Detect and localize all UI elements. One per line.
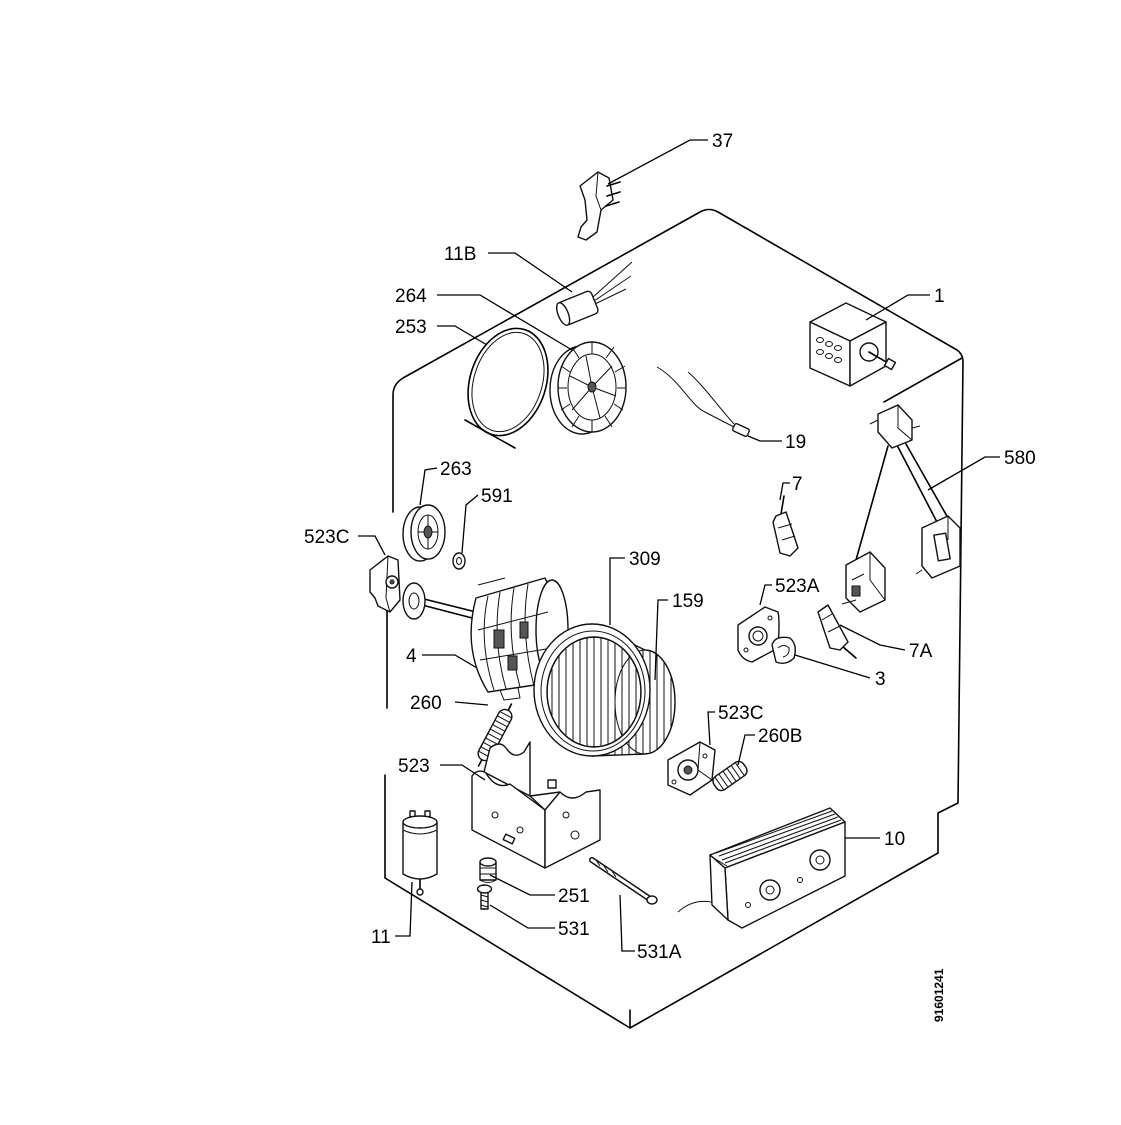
part-260-spring: [477, 703, 513, 767]
leader-523: [440, 764, 486, 781]
callout-580: 580: [1004, 448, 1036, 469]
callout-1: 1: [934, 286, 945, 307]
leader-lines: [358, 139, 1000, 952]
part-523-motor-mount: [471, 741, 601, 869]
leader-7: [779, 482, 790, 501]
part-3-clip: [771, 636, 797, 665]
part-253-belt: [467, 327, 549, 437]
part-10-heater: [677, 807, 846, 929]
leader-19: [747, 435, 782, 442]
callout-4: 4: [406, 646, 417, 667]
part-580-switch-assembly: [841, 404, 961, 613]
part-523a-plate: [737, 606, 780, 663]
leader-159: [654, 599, 668, 681]
callout-531a: 531A: [637, 942, 682, 963]
callout-253: 253: [395, 317, 427, 338]
part-11-capacitor: [402, 810, 438, 896]
callout-591: 591: [481, 486, 513, 507]
callout-523c-left: 523C: [304, 527, 349, 548]
callout-263: 263: [440, 459, 472, 480]
leader-11: [395, 881, 413, 937]
leader-11b: [488, 252, 573, 293]
leader-1: [865, 294, 930, 321]
callout-159: 159: [672, 591, 704, 612]
callout-523a: 523A: [775, 576, 820, 597]
leader-7a: [839, 624, 906, 651]
leader-264: [437, 294, 573, 351]
leader-3: [794, 654, 871, 679]
part-531a-rod: [589, 857, 658, 905]
callout-251: 251: [558, 886, 590, 907]
callout-3: 3: [875, 669, 886, 690]
leader-37: [607, 139, 708, 185]
part-37-bracket: [577, 171, 621, 241]
leader-580: [927, 456, 1000, 491]
part-523c-bracket-right: [667, 741, 716, 796]
callout-260: 260: [410, 693, 442, 714]
callout-309: 309: [629, 549, 661, 570]
callout-7a: 7A: [909, 641, 933, 662]
leader-523c-left: [358, 535, 386, 556]
leader-531a: [619, 894, 635, 952]
drawing-number: 91601241: [932, 968, 946, 1022]
part-591-washer: [452, 552, 466, 570]
part-11b-capacitor: [556, 261, 633, 326]
part-19-thermostat: [656, 366, 750, 438]
leader-253: [437, 325, 488, 346]
callout-260b: 260B: [758, 726, 802, 747]
part-523c-bracket-left: [369, 555, 401, 613]
part-260b-spring: [712, 760, 748, 792]
callout-11: 11: [371, 927, 391, 948]
leader-309: [609, 557, 625, 625]
part-264-fan-wheel: [549, 341, 627, 435]
leader-251: [489, 874, 555, 896]
part-251-bushing: [479, 857, 497, 883]
leader-523c-right: [707, 711, 715, 746]
leader-531: [489, 904, 555, 929]
part-7-sensor: [772, 495, 799, 557]
part-531-screw: [476, 884, 493, 910]
callout-264: 264: [395, 286, 427, 307]
callout-523c-right: 523C: [718, 703, 763, 724]
cabinet-outline: [384, 208, 964, 1029]
leader-260: [454, 701, 489, 706]
callout-11b: 11B: [444, 244, 476, 265]
leader-260b: [737, 734, 755, 766]
callout-labels: 37 11B 264 253 1 19 263 591 523C 580 7 3…: [304, 131, 1036, 963]
leader-523a: [759, 584, 772, 606]
part-263-pulley: [402, 504, 446, 562]
leader-4: [422, 654, 478, 669]
part-1-timer: [809, 302, 897, 387]
callout-10: 10: [884, 829, 905, 850]
part-309-seal-ring: [533, 623, 651, 757]
callout-531: 531: [558, 919, 590, 940]
callout-523: 523: [398, 756, 430, 777]
leader-263: [419, 467, 438, 506]
leader-591: [461, 494, 479, 554]
part-7a-sensor: [817, 604, 857, 659]
callout-7: 7: [792, 474, 803, 495]
callout-37: 37: [712, 131, 733, 152]
callout-19: 19: [785, 432, 806, 453]
